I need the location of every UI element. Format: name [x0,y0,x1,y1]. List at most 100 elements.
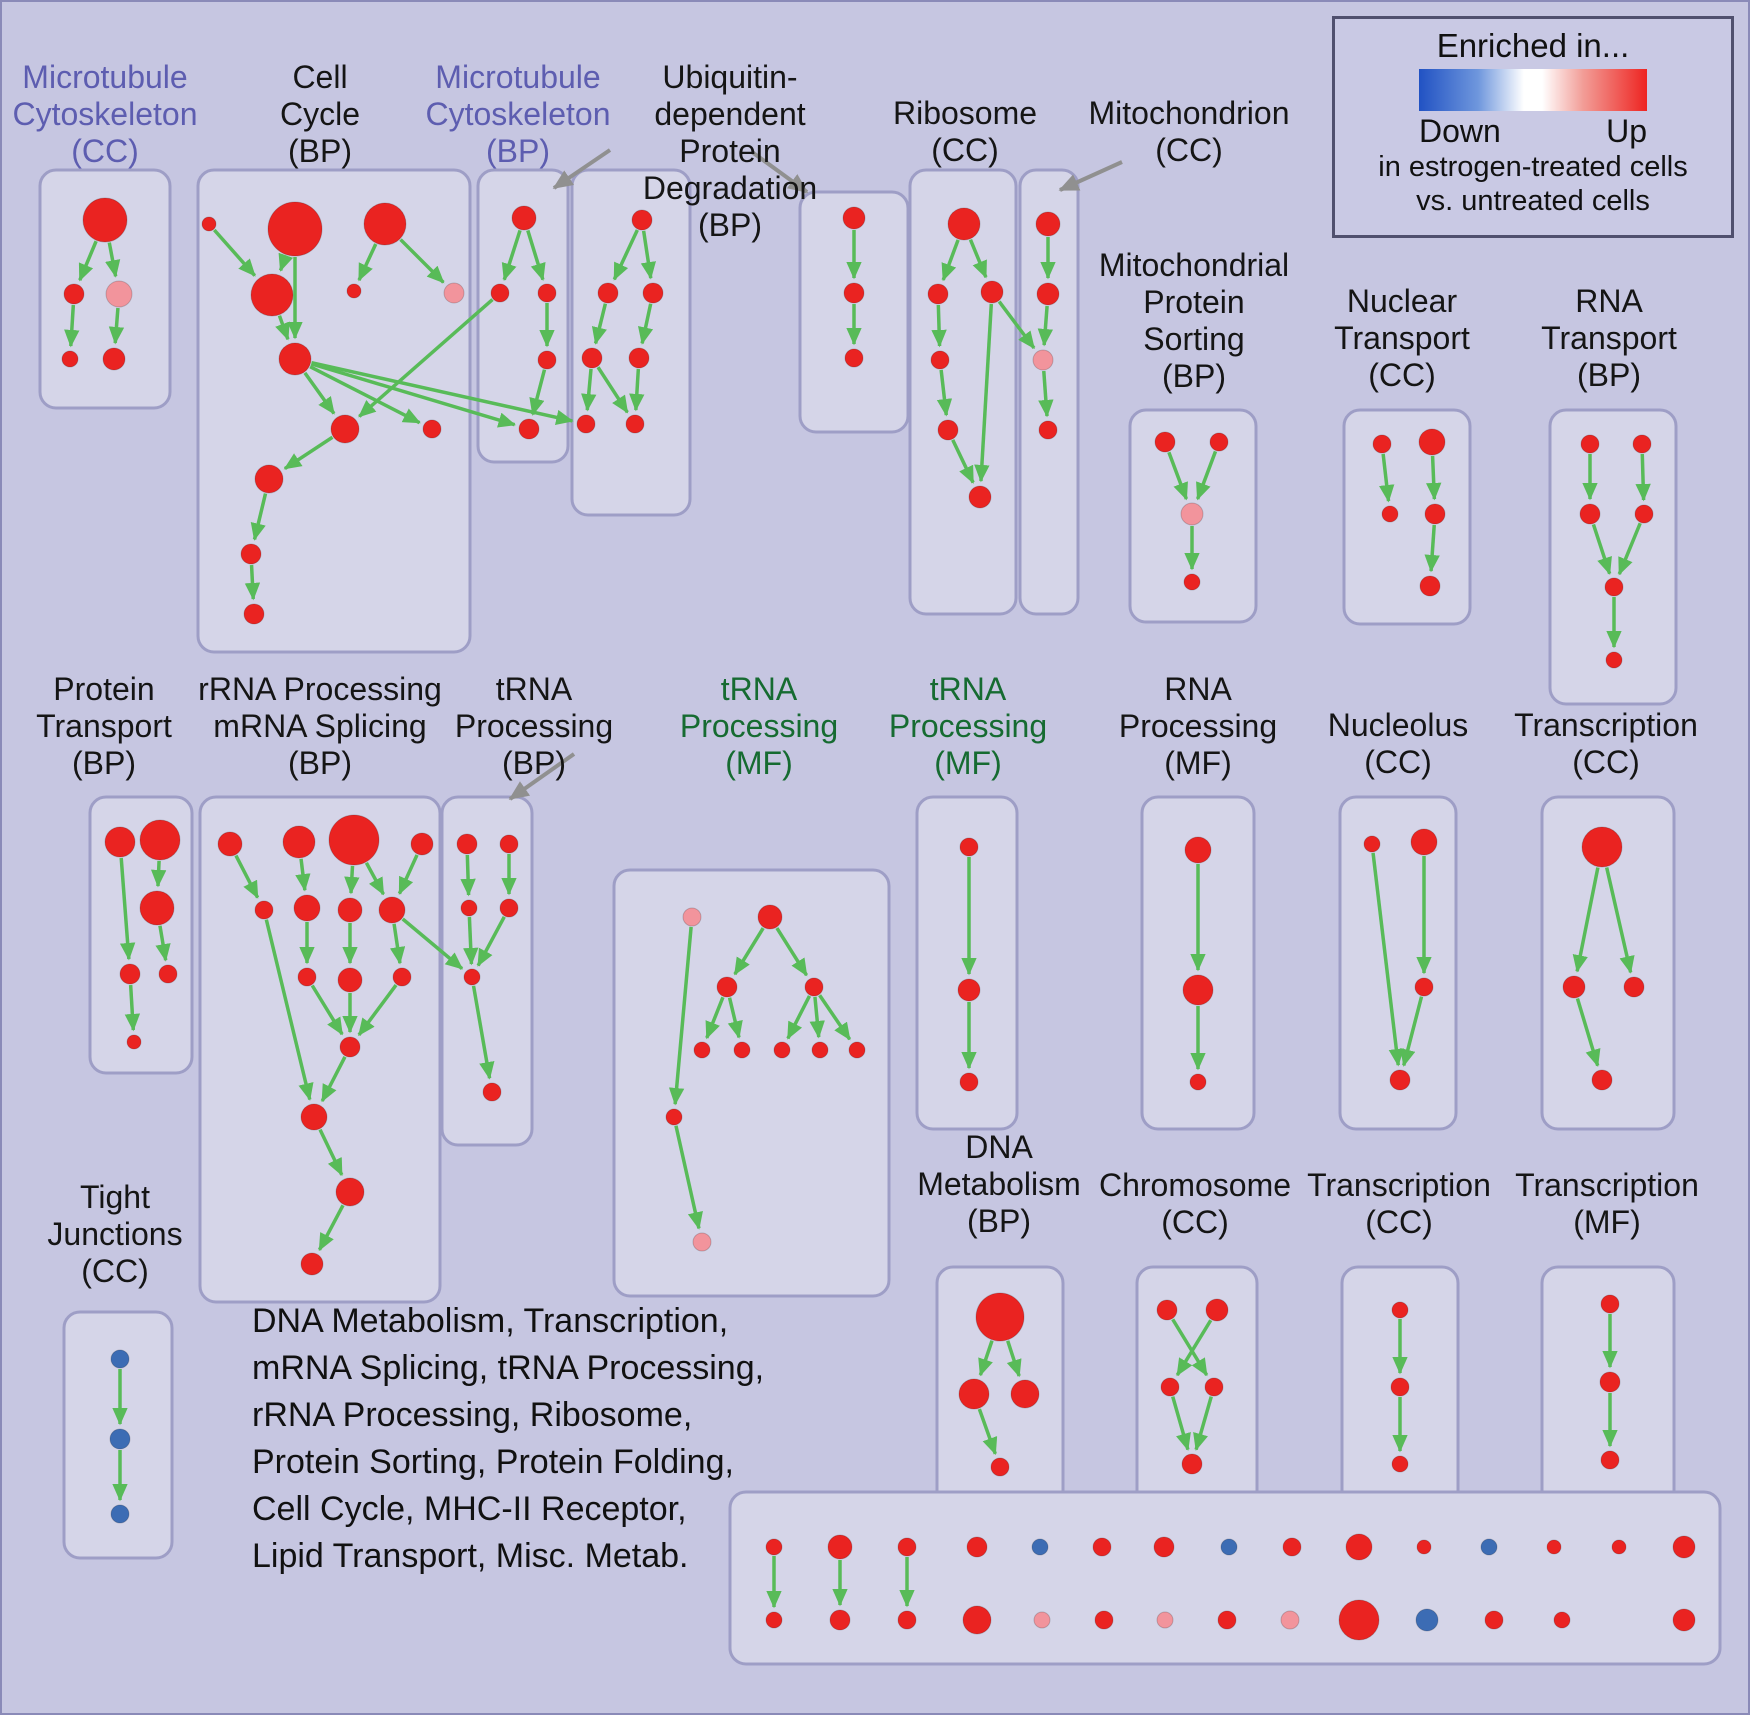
ubiquitin-degradation-bp-b-node-1[interactable] [843,282,865,304]
ubiquitin-degradation-bp-a-node-0[interactable] [631,209,653,231]
trna-processing-mf-small-node-2[interactable] [959,1072,979,1092]
rrna-processing-mrna-splicing-bp-node-4[interactable] [254,900,274,920]
mixed-processes-node-28[interactable] [1672,1608,1696,1632]
mixed-processes-node-9[interactable] [1345,1533,1373,1561]
mixed-processes-node-26[interactable] [1484,1610,1504,1630]
mixed-processes-node-14[interactable] [1672,1535,1696,1559]
nucleolus-cc-node-1[interactable] [1410,828,1438,856]
mixed-processes-node-11[interactable] [1480,1538,1498,1556]
ribosome-cc-node-1[interactable] [927,283,949,305]
rna-transport-bp-node-4[interactable] [1604,577,1624,597]
tight-junctions-cc-node-2[interactable] [110,1504,130,1524]
dna-metabolism-bp-node-1[interactable] [958,1378,990,1410]
mixed-processes-node-20[interactable] [1094,1610,1114,1630]
mixed-processes-node-5[interactable] [1092,1537,1112,1557]
mitochondrion-cc-node-3[interactable] [1038,420,1058,440]
microtubule-cytoskeleton-bp-node-3[interactable] [537,350,557,370]
mixed-processes-node-18[interactable] [962,1605,992,1635]
ribosome-cc-node-2[interactable] [980,280,1004,304]
rna-processing-mf-node-0[interactable] [1184,836,1212,864]
nucleolus-cc-node-0[interactable] [1363,835,1381,853]
mitochondrial-protein-sorting-bp-node-1[interactable] [1209,432,1229,452]
mixed-processes-node-2[interactable] [897,1537,917,1557]
nucleolus-cc-node-2[interactable] [1414,977,1434,997]
microtubule-cytoskeleton-cc-node-4[interactable] [102,347,126,371]
rna-transport-bp-node-3[interactable] [1634,504,1654,524]
cell-cycle-bp-node-11[interactable] [243,603,265,625]
dna-metabolism-bp-node-3[interactable] [990,1457,1010,1477]
transcription-cc-1-node-3[interactable] [1591,1069,1613,1091]
trna-processing-mf-large-node-9[interactable] [665,1108,683,1126]
cell-cycle-bp-node-6[interactable] [278,342,312,376]
transcription-cc-1-node-0[interactable] [1581,826,1623,868]
rna-transport-bp-node-5[interactable] [1605,651,1623,669]
mixed-processes-node-23[interactable] [1280,1610,1300,1630]
microtubule-cytoskeleton-cc-node-3[interactable] [61,350,79,368]
mixed-processes-node-10[interactable] [1416,1539,1432,1555]
trna-processing-bp-node-2[interactable] [460,899,478,917]
rrna-processing-mrna-splicing-bp-node-11[interactable] [339,1036,361,1058]
trna-processing-mf-large-node-4[interactable] [693,1041,711,1059]
mixed-processes-node-13[interactable] [1611,1539,1627,1555]
mixed-processes-node-3[interactable] [966,1536,988,1558]
tight-junctions-cc-node-0[interactable] [110,1349,130,1369]
trna-processing-mf-large-node-7[interactable] [811,1041,829,1059]
cell-cycle-bp-node-7[interactable] [422,419,442,439]
rrna-processing-mrna-splicing-bp-node-13[interactable] [335,1177,365,1207]
trna-processing-mf-small-node-0[interactable] [959,837,979,857]
cell-cycle-bp-node-3[interactable] [250,273,294,317]
rrna-processing-mrna-splicing-bp-node-10[interactable] [392,967,412,987]
chromosome-cc-node-0[interactable] [1156,1299,1178,1321]
mixed-processes-node-4[interactable] [1031,1538,1049,1556]
ribosome-cc-node-5[interactable] [968,485,992,509]
ubiquitin-degradation-bp-a-node-3[interactable] [581,347,603,369]
mixed-processes-node-25[interactable] [1415,1608,1439,1632]
chromosome-cc-node-4[interactable] [1181,1453,1203,1475]
microtubule-cytoskeleton-cc-node-0[interactable] [82,197,128,243]
transcription-cc-1-node-1[interactable] [1562,975,1586,999]
ribosome-cc-node-3[interactable] [930,350,950,370]
protein-transport-bp-node-0[interactable] [104,826,136,858]
mixed-processes-node-6[interactable] [1153,1536,1175,1558]
ubiquitin-degradation-bp-b-node-2[interactable] [844,348,864,368]
cell-cycle-bp-node-0[interactable] [201,216,217,232]
mixed-processes-node-7[interactable] [1220,1538,1238,1556]
mixed-processes-node-27[interactable] [1553,1611,1571,1629]
trna-processing-bp-node-5[interactable] [482,1082,502,1102]
trna-processing-mf-large-node-6[interactable] [773,1041,791,1059]
mixed-processes-node-17[interactable] [897,1610,917,1630]
chromosome-cc-node-2[interactable] [1160,1377,1180,1397]
transcription-cc-2-node-1[interactable] [1390,1377,1410,1397]
protein-transport-bp-node-4[interactable] [158,964,178,984]
rrna-processing-mrna-splicing-bp-node-7[interactable] [378,896,406,924]
rrna-processing-mrna-splicing-bp-node-1[interactable] [282,825,316,859]
trna-processing-mf-small-node-1[interactable] [957,978,981,1002]
rrna-processing-mrna-splicing-bp-node-9[interactable] [337,967,363,993]
nuclear-transport-cc-node-3[interactable] [1424,503,1446,525]
rna-processing-mf-node-2[interactable] [1189,1073,1207,1091]
ribosome-cc-node-4[interactable] [937,419,959,441]
ubiquitin-degradation-bp-a-node-1[interactable] [597,282,619,304]
nuclear-transport-cc-node-2[interactable] [1381,505,1399,523]
transcription-mf-node-2[interactable] [1600,1450,1620,1470]
mixed-processes-node-8[interactable] [1282,1537,1302,1557]
chromosome-cc-node-1[interactable] [1205,1298,1229,1322]
microtubule-cytoskeleton-cc-node-2[interactable] [105,280,133,308]
mitochondrial-protein-sorting-bp-node-3[interactable] [1183,573,1201,591]
rna-transport-bp-node-2[interactable] [1579,503,1601,525]
rrna-processing-mrna-splicing-bp-node-2[interactable] [328,814,380,866]
trna-processing-bp-node-0[interactable] [456,833,478,855]
rrna-processing-mrna-splicing-bp-node-8[interactable] [297,967,317,987]
trna-processing-mf-large-node-5[interactable] [733,1041,751,1059]
cell-cycle-bp-node-4[interactable] [346,283,362,299]
microtubule-cytoskeleton-bp-node-2[interactable] [537,283,557,303]
trna-processing-mf-large-node-2[interactable] [716,976,738,998]
cell-cycle-bp-node-1[interactable] [267,201,323,257]
mixed-processes-node-19[interactable] [1033,1611,1051,1629]
ubiquitin-degradation-bp-b-node-0[interactable] [842,206,866,230]
cell-cycle-bp-node-8[interactable] [330,414,360,444]
nuclear-transport-cc-node-4[interactable] [1419,575,1441,597]
nuclear-transport-cc-node-1[interactable] [1418,428,1446,456]
ubiquitin-degradation-bp-a-node-5[interactable] [576,414,596,434]
ubiquitin-degradation-bp-a-node-6[interactable] [625,414,645,434]
